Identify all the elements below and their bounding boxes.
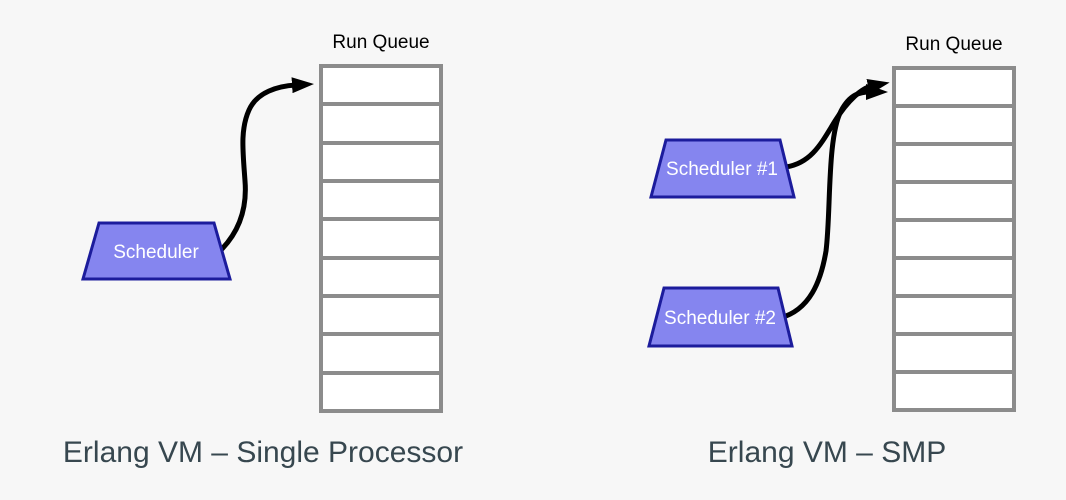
panel-caption-smp: Erlang VM – SMP bbox=[707, 436, 947, 469]
queue-slot bbox=[323, 68, 439, 103]
run-queue-label: Run Queue bbox=[332, 32, 430, 53]
run-queue bbox=[319, 64, 443, 413]
scheduler1-shape bbox=[649, 138, 796, 199]
queue-slot bbox=[896, 108, 1012, 142]
queue-slot bbox=[896, 374, 1012, 408]
queue-slot bbox=[896, 146, 1012, 180]
queue-slot bbox=[323, 221, 439, 256]
arrow-scheduler2-to-queue bbox=[777, 84, 888, 321]
arrow-scheduler1-to-queue bbox=[783, 78, 890, 170]
queue-slot bbox=[323, 374, 439, 409]
scheduler-label: Scheduler bbox=[113, 242, 199, 263]
run-queue-label: Run Queue bbox=[905, 34, 1003, 55]
queue-slot bbox=[323, 297, 439, 333]
queue-slot bbox=[896, 336, 1012, 370]
queue-slot bbox=[323, 106, 439, 141]
queue-slot bbox=[896, 260, 1012, 294]
queue-slot bbox=[896, 298, 1012, 332]
arrow-scheduler-to-queue bbox=[219, 77, 314, 252]
queue-slot bbox=[323, 259, 439, 294]
queue-slot bbox=[896, 70, 1012, 104]
queue-slot bbox=[896, 184, 1012, 218]
scheduler2-label: Scheduler #2 bbox=[664, 308, 776, 329]
run-queue bbox=[892, 66, 1016, 412]
scheduler-shape bbox=[81, 221, 232, 281]
queue-slot bbox=[323, 144, 439, 179]
panel-caption-single-processor: Erlang VM – Single Processor bbox=[62, 436, 464, 469]
scheduler1-label: Scheduler #1 bbox=[666, 159, 778, 180]
queue-slot bbox=[323, 336, 439, 371]
scheduler2-shape bbox=[647, 286, 794, 348]
queue-slot bbox=[323, 182, 439, 218]
queue-slot bbox=[896, 222, 1012, 256]
